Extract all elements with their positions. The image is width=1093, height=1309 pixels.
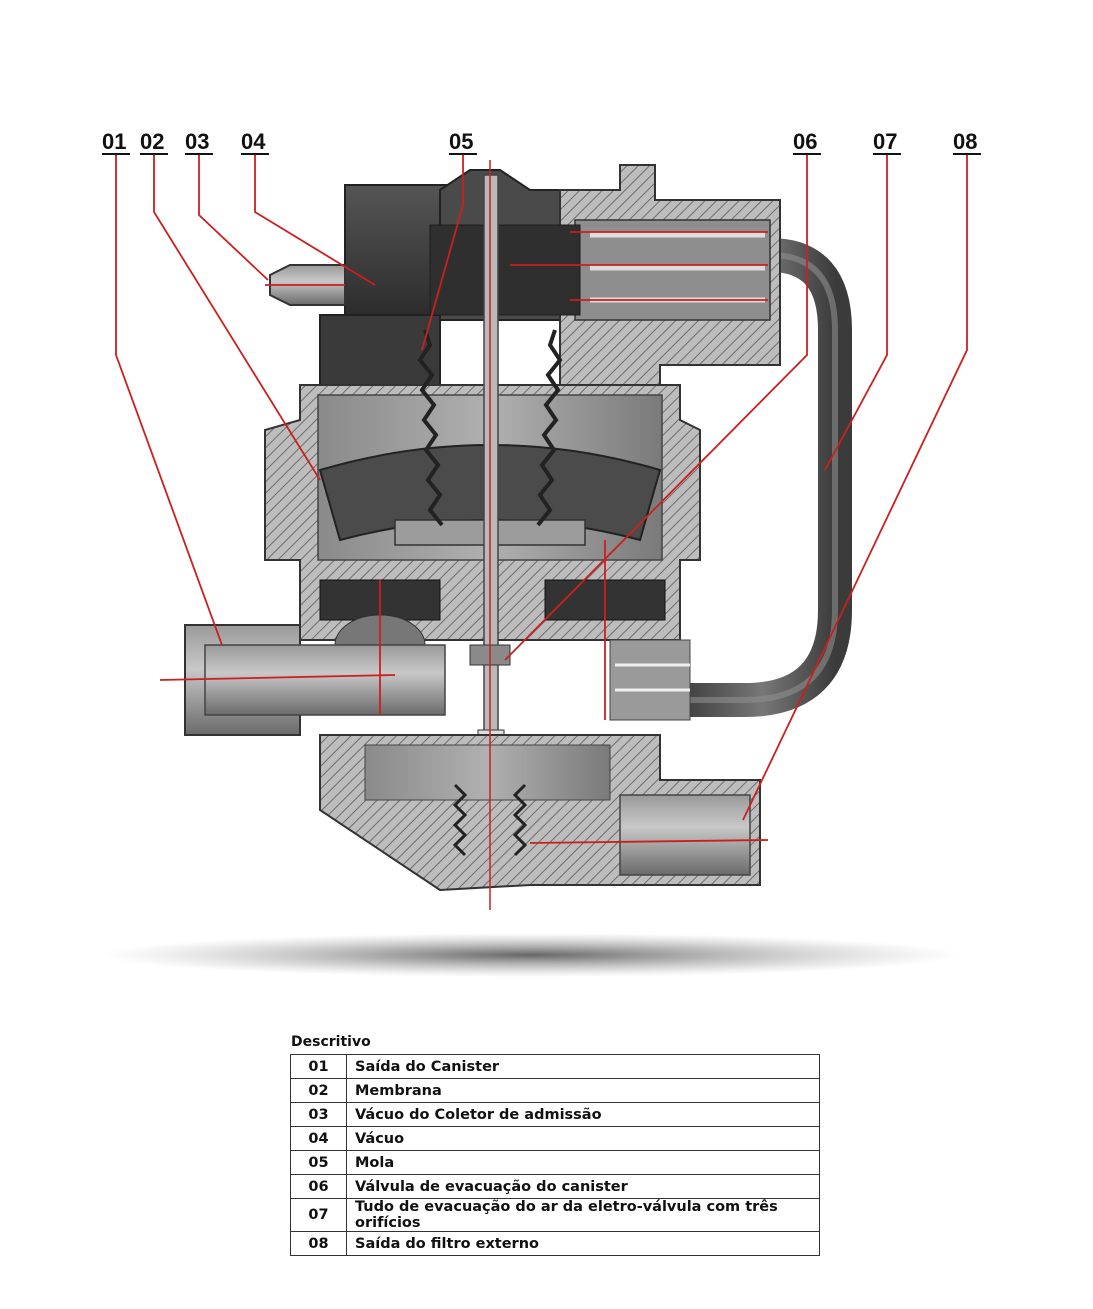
legend-code: 05 — [290, 1150, 347, 1175]
leader-line-05 — [421, 154, 464, 351]
legend-row: 07 Tudo de evacuação do ar da eletro-vál… — [290, 1198, 820, 1232]
legend-label: Tudo de evacuação do ar da eletro-válvul… — [346, 1198, 820, 1232]
callout-07: 07 — [873, 129, 897, 154]
leader-lines — [115, 154, 968, 844]
leader-line-01-horizontal — [159, 674, 396, 681]
leader-line-08-horizontal — [529, 839, 769, 844]
legend-label: Mola — [346, 1150, 820, 1175]
spring — [417, 329, 563, 527]
callout-03: 03 — [185, 129, 209, 154]
leader-line-08 — [742, 154, 968, 821]
callout-02: 02 — [140, 129, 164, 154]
legend-title: Descritivo — [291, 1034, 371, 1050]
legend-row: 04 Vácuo — [290, 1126, 820, 1151]
legend-label: Saída do Canister — [346, 1054, 820, 1079]
callout-08: 08 — [953, 129, 977, 154]
canister-outlet-pipe — [184, 624, 446, 736]
ground-shadow — [100, 933, 960, 977]
callout-labels: 01 02 03 04 05 06 07 08 — [102, 129, 981, 155]
legend-label: Vácuo do Coletor de admissão — [346, 1102, 820, 1127]
legend-code: 06 — [290, 1174, 347, 1199]
legend-code: 02 — [290, 1078, 347, 1103]
legend: Descritivo 01 Saída do Canister 02 Membr… — [290, 1034, 822, 1256]
leader-line-02 — [153, 154, 321, 481]
legend-label: Membrana — [346, 1078, 820, 1103]
callout-05: 05 — [449, 129, 473, 154]
legend-code: 08 — [290, 1231, 347, 1256]
legend-label: Vácuo — [346, 1126, 820, 1151]
legend-code: 03 — [290, 1102, 347, 1127]
legend-row: 01 Saída do Canister — [290, 1054, 820, 1079]
leader-line-04 — [254, 154, 376, 286]
legend-row: 08 Saída do filtro externo — [290, 1231, 820, 1256]
leader-line-07 — [824, 154, 888, 471]
legend-code: 07 — [290, 1198, 347, 1232]
legend-row: 06 Válvula de evacuação do canister — [290, 1174, 820, 1199]
legend-row: 03 Vácuo do Coletor de admissão — [290, 1102, 820, 1127]
callout-01: 01 — [102, 129, 126, 154]
legend-label: Válvula de evacuação do canister — [346, 1174, 820, 1199]
legend-code: 01 — [290, 1054, 347, 1079]
valve-stem — [469, 174, 511, 886]
legend-row: 05 Mola — [290, 1150, 820, 1175]
valve-cross-section-diagram: 01 02 03 04 05 06 07 08 — [100, 129, 981, 977]
legend-label: Saída do filtro externo — [346, 1231, 820, 1256]
legend-code: 04 — [290, 1126, 347, 1151]
callout-06: 06 — [793, 129, 817, 154]
legend-row: 02 Membrana — [290, 1078, 820, 1103]
lower-body — [319, 639, 761, 892]
leader-line-01 — [115, 154, 223, 646]
callout-04: 04 — [241, 129, 266, 154]
legend-table: 01 Saída do Canister 02 Membrana 03 Vácu… — [290, 1054, 820, 1256]
solenoid-housing — [319, 164, 781, 386]
leader-line-03 — [198, 154, 269, 281]
